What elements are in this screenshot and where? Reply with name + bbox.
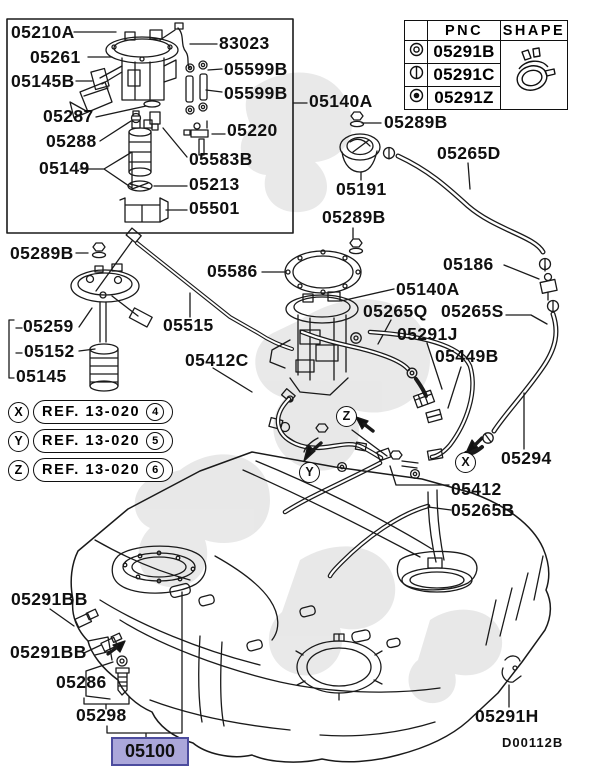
part-label-05152[interactable]: 05152 (24, 341, 75, 361)
hose-05265Q (299, 319, 428, 398)
ref-text: REF. 13-020 (42, 404, 141, 420)
part-label-05289b-3[interactable]: 05289B (10, 243, 74, 263)
part-label-05265s[interactable]: 05265S (441, 301, 504, 321)
valve-05186-drawing (503, 257, 560, 313)
symbol-column-header (404, 20, 428, 41)
part-label-05149[interactable]: 05149 (39, 158, 90, 178)
ref-callout-z: Z REF. 13-020 6 (8, 458, 174, 482)
part-label-05291j[interactable]: 05291J (397, 324, 458, 344)
part-label-05291bb-1[interactable]: 05291BB (11, 589, 88, 609)
clips-and-bolt-drawing (49, 591, 522, 740)
diagram-code: D00112B (502, 735, 564, 750)
view-marker-y: Y (299, 462, 320, 483)
circle-vertical-line-symbol (404, 63, 428, 87)
part-label-83023[interactable]: 83023 (219, 33, 270, 53)
view-marker-z: Z (336, 406, 357, 427)
part-label-05261[interactable]: 05261 (30, 47, 81, 67)
fuel-tank-drawing (70, 451, 552, 763)
part-label-05449b[interactable]: 05449B (435, 346, 499, 366)
part-label-05291bb-2[interactable]: 05291BB (10, 642, 87, 662)
part-label-05583b[interactable]: 05583B (189, 149, 253, 169)
pnc-column-header: PNC (427, 20, 501, 41)
ref-marker-y: Y (8, 430, 29, 452)
part-label-05586[interactable]: 05586 (207, 261, 258, 281)
pnc-value[interactable]: 05291B (427, 40, 501, 64)
part-label-05213[interactable]: 05213 (189, 174, 240, 194)
part-label-05294[interactable]: 05294 (501, 448, 552, 468)
ref-text: REF. 13-020 (42, 433, 141, 449)
ref-marker-x: X (8, 401, 29, 423)
pnc-shape-table: PNC SHAPE 05291B 05291C 05291Z (404, 20, 568, 110)
part-label-05286[interactable]: 05286 (56, 672, 107, 692)
ref-box: REF. 13-020 4 (33, 400, 174, 424)
inset-leader-lines (73, 31, 226, 211)
ref-number: 6 (146, 461, 165, 479)
ref-marker-z: Z (8, 459, 29, 481)
ref-number: 4 (146, 403, 165, 421)
part-label-05259[interactable]: 05259 (23, 316, 74, 336)
ref-text: REF. 13-020 (42, 462, 141, 478)
part-label-05288[interactable]: 05288 (46, 131, 97, 151)
hose-clamp-icon (500, 40, 568, 110)
part-label-05210a[interactable]: 05210A (11, 22, 75, 42)
sender-unit-drawing (8, 240, 153, 392)
part-label-05289b-1[interactable]: 05289B (384, 112, 448, 132)
part-label-05291h[interactable]: 05291H (475, 706, 539, 726)
part-label-05412c[interactable]: 05412C (185, 350, 249, 370)
part-label-05298[interactable]: 05298 (76, 705, 127, 725)
part-label-05599b-2[interactable]: 05599B (224, 83, 288, 103)
part-label-05186[interactable]: 05186 (443, 254, 494, 274)
table-row[interactable]: 05291Z (404, 86, 568, 110)
part-label-05265b[interactable]: 05265B (451, 500, 515, 520)
part-label-05140a-1[interactable]: 05140A (309, 91, 373, 111)
bullseye-symbol (404, 86, 428, 110)
part-label-05287[interactable]: 05287 (43, 106, 94, 126)
part-label-05191[interactable]: 05191 (336, 179, 387, 199)
view-marker-x: X (455, 452, 476, 473)
part-label-05220[interactable]: 05220 (227, 120, 278, 140)
connector-05291J (412, 342, 444, 461)
table-row[interactable]: 05291B (404, 40, 568, 110)
hose-05412C (212, 367, 384, 461)
filler-cap-drawing (339, 111, 396, 181)
view-marker-arrows (106, 416, 484, 656)
part-label-05140a-2[interactable]: 05140A (396, 279, 460, 299)
ref-number: 5 (146, 432, 165, 450)
pnc-value[interactable]: 05291C (427, 63, 501, 87)
inset-box (6, 18, 308, 234)
part-label-05145b[interactable]: 05145B (11, 71, 75, 91)
part-label-05289b-2[interactable]: 05289B (322, 207, 386, 227)
hose-05265B (282, 460, 452, 579)
pipe-05515 (125, 227, 294, 351)
ref-box: REF. 13-020 6 (33, 458, 174, 482)
ref-callout-y: Y REF. 13-020 5 (8, 429, 174, 453)
ref-box: REF. 13-020 5 (33, 429, 174, 453)
part-label-05412[interactable]: 05412 (451, 479, 502, 499)
part-label-05145[interactable]: 05145 (16, 366, 67, 386)
fuel-pump-module-drawing (69, 22, 209, 223)
part-label-05515[interactable]: 05515 (163, 315, 214, 335)
hose-05294 (464, 311, 559, 456)
double-circle-symbol (404, 40, 428, 64)
pnc-value[interactable]: 05291Z (427, 86, 501, 110)
hose-05265D (395, 153, 546, 255)
part-label-05265d[interactable]: 05265D (437, 143, 501, 163)
part-label-05501[interactable]: 05501 (189, 198, 240, 218)
shape-column-header: SHAPE (500, 20, 568, 41)
hose-05449B (367, 329, 475, 460)
part-label-05265q[interactable]: 05265Q (363, 301, 428, 321)
ref-callout-x: X REF. 13-020 4 (8, 400, 174, 424)
part-label-05599b-1[interactable]: 05599B (224, 59, 288, 79)
highlighted-part-label-05100[interactable]: 05100 (111, 737, 189, 766)
